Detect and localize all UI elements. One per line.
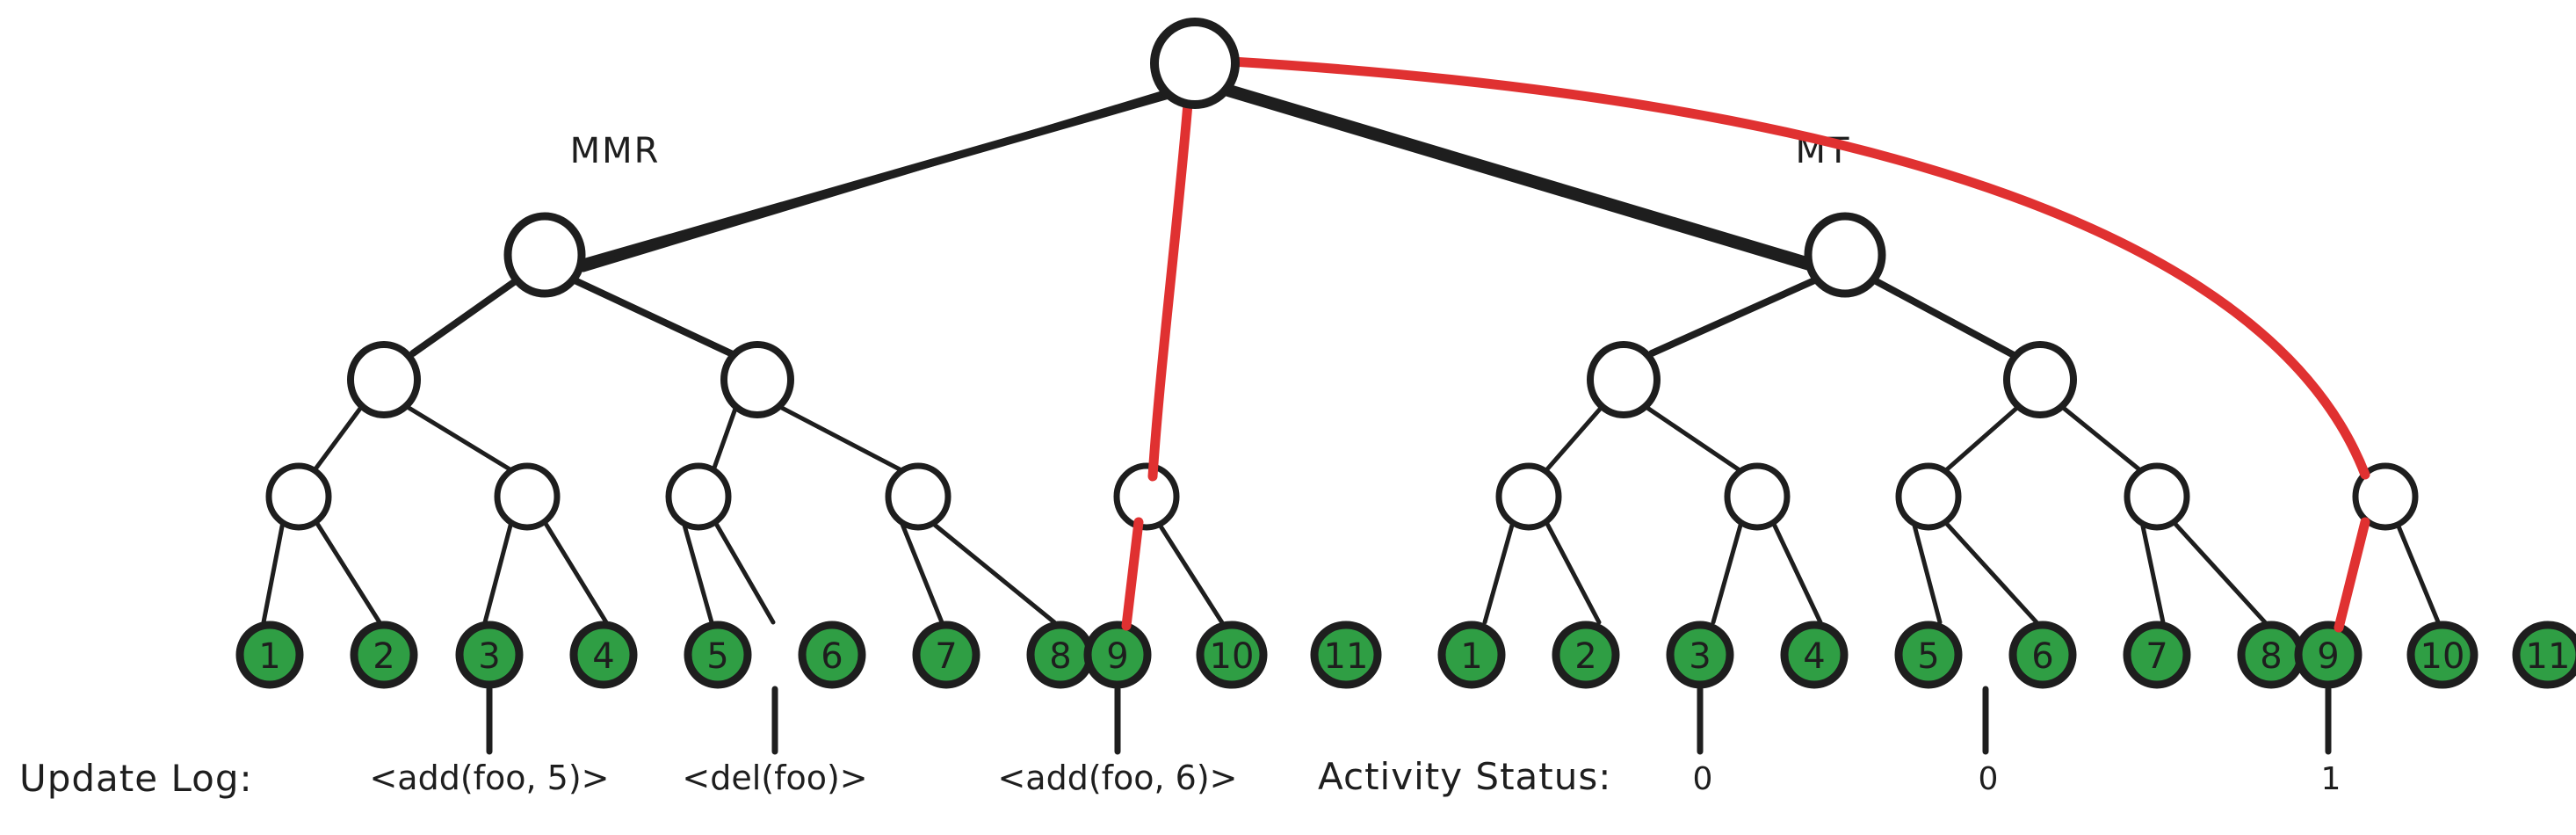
leaf-node: 4 [1780, 621, 1849, 689]
leaf-node: 11 [1310, 621, 1382, 689]
mt-internal-nodes [1495, 212, 2419, 531]
activity-status-ticks [1697, 686, 2332, 755]
leaf-node: 6 [798, 621, 866, 689]
mmr-node-level3-a [265, 462, 332, 531]
mmr-node-level3-e [1113, 462, 1180, 531]
leaf-label: 11 [2526, 636, 2571, 677]
leaf-label: 2 [1574, 636, 1596, 677]
leaf-label: 5 [1917, 636, 1939, 677]
leaf-node: 3 [455, 621, 524, 689]
mmr-tree-label: MMR [570, 131, 661, 171]
leaf-node: 11 [2512, 621, 2576, 689]
highlight-mmr-node9-to-leaf9 [1121, 517, 1144, 631]
leaf-node: 3 [1666, 621, 1734, 689]
activity-status-value: 0 [1693, 761, 1713, 797]
mmr-edges-thin [261, 403, 1226, 627]
highlight-root-to-mt-node9 [1226, 56, 2370, 480]
leaf-label: 10 [2420, 636, 2465, 677]
leaf-label: 9 [2317, 636, 2339, 677]
leaf-label: 1 [258, 636, 280, 677]
mt-edges-thick [1223, 84, 2017, 359]
update-log-row: Update Log: <add(foo, 5)> <del(foo)> <ad… [19, 686, 1238, 800]
leaf-node: 8 [2237, 621, 2305, 689]
activity-status-row: Activity Status: 0 0 1 [1318, 686, 2341, 798]
leaf-label: 4 [1803, 636, 1825, 677]
mmr-node-level3-b [494, 462, 561, 531]
highlight-proof-path [1121, 56, 2370, 633]
leaf-label: 2 [373, 636, 394, 677]
activity-status-value: 0 [1979, 761, 1999, 797]
leaf-node: 7 [2123, 621, 2191, 689]
activity-status-label: Activity Status: [1318, 755, 1611, 798]
highlight-root-to-mmr-node9 [1147, 98, 1193, 482]
mt-node-level3-d [2124, 462, 2190, 531]
leaf-label: 7 [2145, 636, 2167, 677]
leaf-label: 6 [821, 636, 843, 677]
mmr-tree: 1 2 3 4 5 6 7 8 9 10 11 MMR [235, 88, 1382, 689]
leaf-node: 6 [2008, 621, 2077, 689]
leaf-node: 1 [1437, 621, 1506, 689]
leaf-label: 8 [2260, 636, 2282, 677]
update-log-entry: <add(foo, 6)> [997, 759, 1237, 797]
mmr-node-level2-left [347, 341, 421, 418]
leaf-label: 4 [592, 636, 614, 677]
update-log-label: Update Log: [19, 757, 253, 800]
leaf-label: 7 [935, 636, 957, 677]
mt-node-level3-e [2352, 462, 2419, 531]
leaf-node: 10 [1196, 621, 1268, 689]
leaf-node: 4 [569, 621, 638, 689]
leaf-label: 5 [706, 636, 728, 677]
update-log-ticks [486, 686, 1121, 755]
mt-node-level2-left [1587, 341, 1661, 418]
leaf-node: 10 [2406, 621, 2478, 689]
leaf-node: 5 [684, 621, 752, 689]
root-node [1150, 18, 1240, 109]
update-log-entry: <del(foo)> [682, 759, 867, 797]
mt-leaves: 1 2 3 4 5 6 7 8 9 10 11 [1437, 621, 2576, 689]
mt-node-level3-b [1724, 462, 1791, 531]
leaf-node: 2 [1552, 621, 1620, 689]
mt-node-level1 [1804, 212, 1886, 298]
mt-node-level2-right [2003, 341, 2077, 418]
leaf-label: 6 [2031, 636, 2053, 677]
leaf-label: 9 [1106, 636, 1128, 677]
activity-status-value: 1 [2321, 761, 2341, 797]
leaf-node: 9 [2294, 621, 2363, 689]
leaf-node: 2 [350, 621, 418, 689]
highlight-mt-node9-to-leaf9 [2334, 517, 2370, 633]
leaf-node: 1 [235, 621, 304, 689]
mmr-edges-thick [409, 88, 1174, 359]
mt-edges-thin [1482, 403, 2442, 627]
mmr-node-level1 [503, 212, 586, 298]
mt-node-level3-c [1895, 462, 1962, 531]
mmr-leaves: 1 2 3 4 5 6 7 8 9 10 11 [235, 621, 1382, 689]
leaf-node: 9 [1083, 621, 1152, 689]
leaf-label: 11 [1324, 636, 1369, 677]
mt-node-level3-a [1495, 462, 1562, 531]
mmr-internal-nodes [265, 212, 1180, 531]
leaf-node: 8 [1026, 621, 1095, 689]
leaf-node: 7 [912, 621, 980, 689]
leaf-label: 10 [1210, 636, 1255, 677]
update-log-entry: <add(foo, 5)> [369, 759, 609, 797]
mmr-node-level3-d [885, 462, 952, 531]
leaf-label: 3 [1689, 636, 1711, 677]
leaf-label: 8 [1049, 636, 1071, 677]
leaf-label: 3 [478, 636, 500, 677]
leaf-node: 5 [1894, 621, 1963, 689]
leaf-label: 1 [1460, 636, 1482, 677]
mt-tree: 1 2 3 4 5 6 7 8 9 10 11 MT [1223, 84, 2576, 689]
mmr-node-level2-right [720, 341, 794, 418]
mmr-node-level3-c [665, 462, 732, 531]
